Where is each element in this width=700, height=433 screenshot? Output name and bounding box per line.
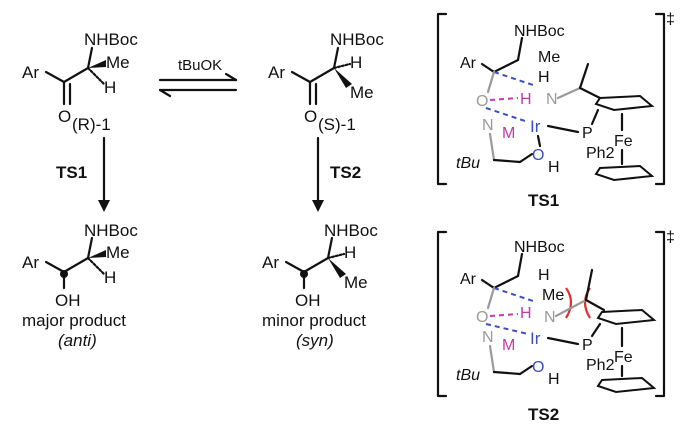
major-oh-label: OH	[55, 291, 81, 310]
ts2-caption: TS2	[528, 405, 559, 424]
ts1-structure: ‡ Ar NHBoc Me H O H N Fe P Ph2 Ir M N O	[436, 11, 675, 210]
s-ketone: Ar O NHBoc Me H (S)-1	[268, 30, 384, 134]
s-o-label: O	[304, 107, 317, 126]
major-ar-label: Ar	[22, 253, 39, 272]
r-nhboc-label: NHBoc	[84, 30, 138, 49]
ts2-p-label: P	[582, 337, 593, 354]
r-o-label: O	[58, 107, 71, 126]
ts2-ar-label: Ar	[460, 271, 477, 288]
ts2-dagger: ‡	[666, 229, 675, 246]
r-ketone: Ar O NHBoc Me H (R)-1	[22, 30, 138, 134]
ts1-n2-label: N	[482, 117, 494, 134]
major-stereo-label: (anti)	[58, 331, 97, 350]
ts1-ir-label: Ir	[530, 117, 541, 136]
arrow-ts2: TS2	[312, 136, 361, 212]
ts1-me-label: Me	[538, 49, 560, 66]
major-nhboc-label: NHBoc	[84, 221, 138, 240]
ts1-n-label: N	[546, 91, 558, 108]
ts2-o-label: O	[476, 309, 488, 326]
ts2-hbond-h-label: H	[520, 305, 532, 322]
ts2-irh-label: H	[548, 371, 560, 388]
ts1-caption: TS1	[528, 191, 559, 210]
reagent-label: tBuOK	[178, 57, 222, 74]
major-h-label: H	[104, 268, 116, 287]
ts2-h-label: H	[538, 267, 550, 284]
ts2-nhboc-label: NHBoc	[514, 239, 565, 256]
minor-ar-label: Ar	[262, 253, 279, 272]
arrow-ts2-label: TS2	[330, 163, 361, 182]
minor-stereo-label: (syn)	[296, 331, 334, 350]
s-nhboc-label: NHBoc	[330, 30, 384, 49]
minor-nhboc-label: NHBoc	[324, 221, 378, 240]
ts2-n2-label: N	[482, 329, 494, 346]
ts1-ph2-label: Ph2	[586, 145, 615, 162]
s-compound-label: (S)-1	[318, 115, 356, 134]
ts1-o2-label: O	[532, 147, 544, 164]
ts1-irh-label: H	[548, 159, 560, 176]
r-me-label: Me	[106, 53, 130, 72]
major-me-label: Me	[106, 243, 130, 262]
ts1-dagger: ‡	[666, 11, 675, 28]
ts2-fe-label: Fe	[614, 349, 633, 366]
r-ar-label: Ar	[22, 63, 39, 82]
r-compound-label: (R)-1	[72, 115, 111, 134]
ts2-me-label: Me	[542, 287, 564, 304]
ts2-n-label: N	[544, 309, 556, 326]
major-product-label: major product	[22, 311, 126, 330]
ts1-o-label: O	[476, 93, 488, 110]
s-h-label: H	[350, 53, 362, 72]
arrow-ts1: TS1	[56, 136, 110, 212]
ts1-fe-label: Fe	[614, 133, 633, 150]
minor-oh-label: OH	[295, 291, 321, 310]
ts2-ph2-label: Ph2	[586, 357, 615, 374]
ts1-nhboc-label: NHBoc	[514, 23, 565, 40]
ts1-hbond-h-label: H	[520, 91, 532, 108]
ts1-ar-label: Ar	[460, 55, 477, 72]
minor-product: Ar OH NHBoc Me H minor product (syn)	[262, 221, 378, 350]
minor-me-label: Me	[344, 273, 368, 292]
ts2-tbu-label: tBu	[456, 367, 480, 384]
major-product: Ar OH NHBoc Me H major product (anti)	[22, 221, 138, 350]
ts2-o2-label: O	[532, 359, 544, 376]
ts2-structure: ‡ Ar NHBoc H Me O H N Fe P Ph2 Ir M N	[436, 229, 675, 424]
ts1-p-label: P	[582, 125, 593, 142]
ts1-tbu-label: tBu	[456, 155, 480, 172]
minor-product-label: minor product	[262, 311, 366, 330]
s-me-label: Me	[350, 83, 374, 102]
equilibrium-arrows: tBuOK	[158, 57, 238, 98]
r-h-label: H	[104, 78, 116, 97]
ts1-h-label: H	[538, 69, 550, 86]
arrow-ts1-label: TS1	[56, 163, 87, 182]
s-ar-label: Ar	[268, 63, 285, 82]
minor-h-label: H	[344, 243, 356, 262]
ts2-ir-label: Ir	[530, 329, 541, 348]
ts2-m-label: M	[502, 337, 515, 354]
ts1-m-label: M	[502, 125, 515, 142]
